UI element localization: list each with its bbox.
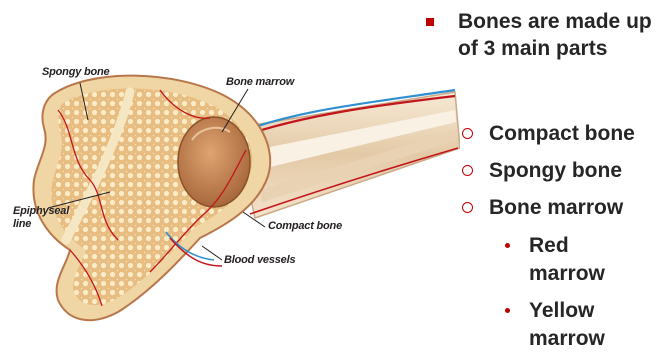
square-bullet-icon	[426, 18, 434, 26]
label-compact-bone: Compact bone	[268, 220, 342, 232]
dot-bullet-icon	[505, 308, 510, 313]
part-label: Spongy bone	[489, 157, 622, 184]
label-spongy-bone: Spongy bone	[42, 66, 109, 78]
label-epiphyseal-line-line2: line	[13, 218, 31, 230]
marrow-type-label: Red marrow	[529, 232, 649, 288]
hollow-circle-bullet-icon	[462, 202, 473, 213]
part-label: Compact bone	[489, 120, 635, 147]
label-blood-vessels: Blood vessels	[224, 254, 295, 266]
marrow-type-label: Yellow marrow	[529, 297, 649, 353]
hollow-circle-bullet-icon	[462, 165, 473, 176]
part-label: Bone marrow	[489, 194, 623, 221]
label-epiphyseal-line-line1: Epiphyseal	[13, 205, 69, 217]
dot-bullet-icon	[505, 243, 510, 248]
heading-text: Bones are made up of 3 main parts	[458, 8, 658, 62]
hollow-circle-bullet-icon	[462, 128, 473, 139]
label-bone-marrow: Bone marrow	[226, 76, 294, 88]
